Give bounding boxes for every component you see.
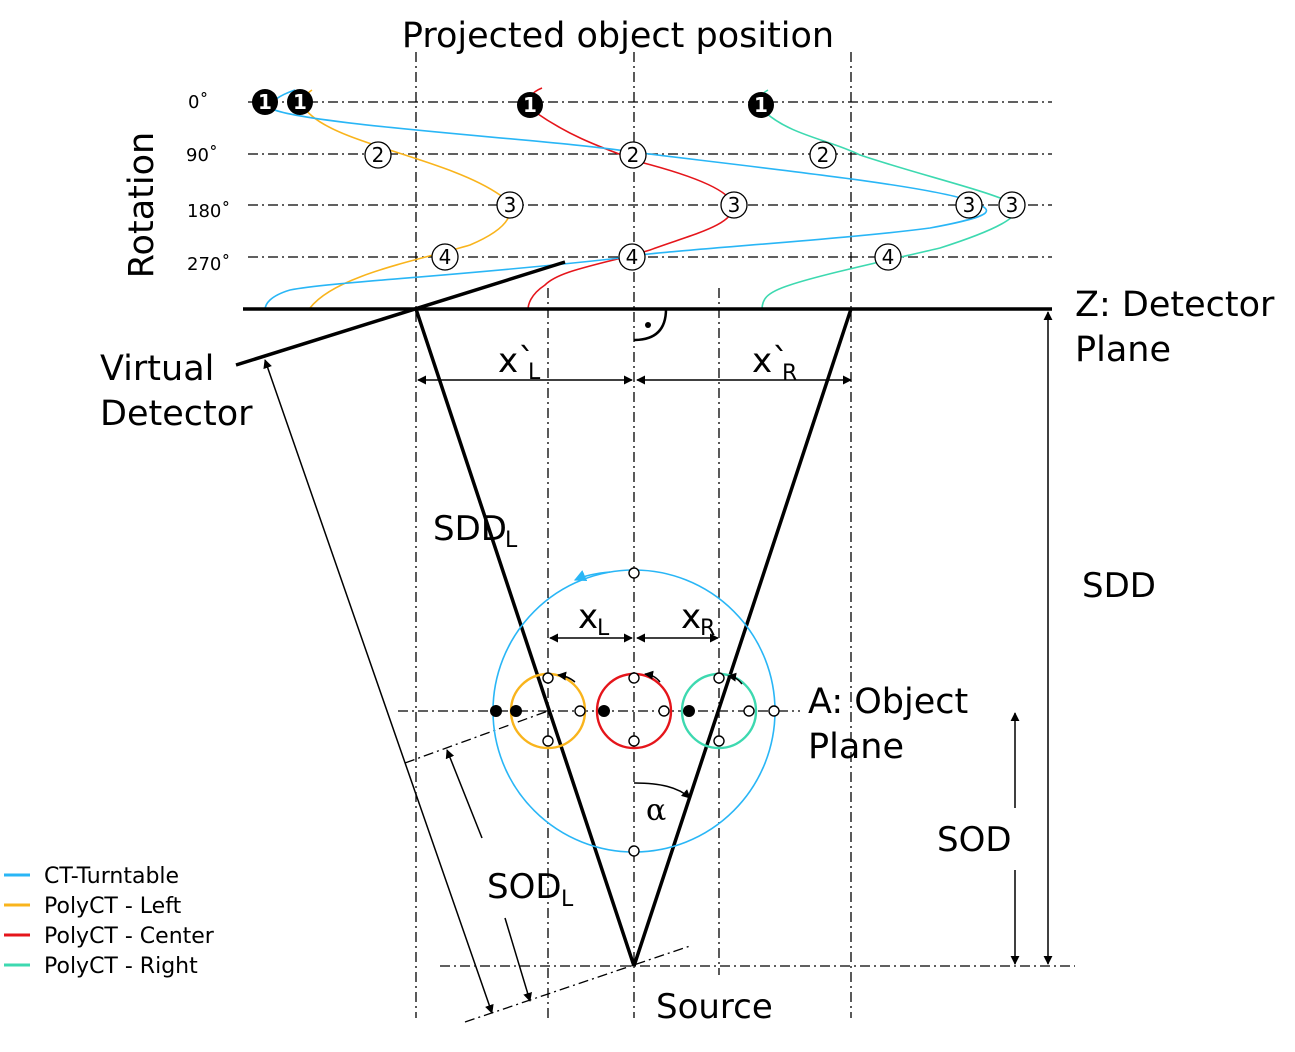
x-l-sub: L (597, 616, 610, 641)
source-label: Source (656, 987, 773, 1027)
sdd-l-arrow (263, 359, 494, 1014)
marker-2-left (364, 141, 392, 169)
left-rotation-arrow (557, 671, 576, 683)
x-r-label: x R (681, 597, 715, 641)
dimension-arrows (263, 311, 1053, 1014)
marker-2-center-label: 2 (627, 143, 640, 167)
sod-l-arrow-bottom (504, 917, 532, 1002)
object-points (490, 567, 780, 857)
sod-l-main: SOD (487, 867, 562, 907)
detector-plane-label-2: Plane (1075, 330, 1171, 370)
marker-1-ct: 1 (252, 89, 278, 115)
sdd-l-label: SDD L (433, 509, 518, 553)
virtual-detector-label-1: Virtual (100, 349, 214, 389)
virtual-detector-line (235, 260, 566, 367)
marker-3-left-label: 3 (504, 193, 517, 217)
x-proj-r-label: x` R (752, 341, 797, 386)
marker-2-right (809, 141, 837, 169)
marker-4-center (618, 243, 646, 271)
ct-turntable-rotation-arrow (573, 570, 611, 581)
right-angle-dot (645, 322, 651, 328)
legend-item-polyct-left: PolyCT - Left (4, 894, 182, 919)
marker-4-left (431, 243, 459, 271)
marker-3-left (496, 191, 524, 219)
legend-label-polyct-left: PolyCT - Left (44, 894, 182, 919)
diagram-title: Projected object position (402, 16, 834, 56)
legend-label-polyct-center: PolyCT - Center (44, 924, 215, 949)
sdd-l-sub: L (505, 528, 518, 553)
detector-plane-label-1: Z: Detector (1075, 285, 1275, 325)
x-proj-r-sub: R (782, 361, 797, 386)
marker-1-right: 1 (748, 92, 774, 118)
sod-label: SOD (937, 820, 1012, 860)
virtual-object-plane-line (404, 710, 549, 764)
virtual-detector-label-2: Detector (100, 394, 253, 434)
trajectory-polyct-left (302, 89, 511, 309)
legend-label-polyct-right: PolyCT - Right (44, 954, 198, 979)
marker-3-right (998, 191, 1026, 219)
x-proj-l-main: x` (498, 341, 535, 381)
x-l-main: x (578, 597, 598, 637)
angle-label-270: 270˚ (187, 254, 230, 275)
marker-4-right (874, 243, 902, 271)
beam-right-line (632, 308, 853, 967)
x-r-main: x (681, 597, 701, 637)
sod-l-label: SOD L (487, 867, 574, 912)
x-proj-l-label: x` L (498, 341, 541, 385)
sod-l-sub: L (561, 887, 574, 912)
marker-2-left-label: 2 (372, 143, 385, 167)
legend: CT-Turntable PolyCT - Left PolyCT - Cent… (4, 864, 215, 979)
small-rotation-arrows (557, 670, 743, 685)
marker-2-right-label: 2 (817, 143, 830, 167)
marker-3-right-label: 3 (1006, 193, 1019, 217)
object-plane-label-2: Plane (808, 727, 904, 767)
legend-label-ct-turntable: CT-Turntable (44, 864, 179, 889)
x-r-sub: R (700, 616, 715, 641)
trajectory-polyct-center (527, 87, 734, 311)
alpha-label: α (646, 793, 666, 828)
legend-item-ct-turntable: CT-Turntable (4, 864, 179, 889)
marker-4-right-label: 4 (882, 245, 895, 269)
sdd-label: SDD (1082, 566, 1156, 606)
trajectory-ct-turntable (264, 89, 988, 311)
angle-label-0: 0˚ (188, 92, 208, 113)
marker-3-center (720, 191, 748, 219)
sod-l-arrow-top (445, 749, 483, 839)
marker-1-right-label: 1 (754, 93, 768, 117)
marker-1-left-label: 1 (293, 90, 307, 114)
x-proj-r-main: x` (752, 341, 789, 381)
sdd-l-main: SDD (433, 509, 507, 549)
marker-3-ct-label: 3 (963, 193, 976, 217)
rotation-axis-label: Rotation (122, 132, 162, 278)
legend-item-polyct-center: PolyCT - Center (4, 924, 215, 949)
marker-3-ct (955, 191, 983, 219)
trajectories (264, 87, 1018, 311)
right-rotation-arrow (727, 672, 743, 685)
beam-geometry (235, 260, 1052, 967)
object-plane-label-1: A: Object (808, 682, 968, 722)
legend-item-polyct-right: PolyCT - Right (4, 954, 198, 979)
angle-label-180: 180˚ (187, 201, 230, 222)
marker-1-center: 1 (517, 92, 543, 118)
marker-4-center-label: 4 (626, 245, 639, 269)
right-angle-arc (633, 308, 668, 342)
marker-3-center-label: 3 (728, 193, 741, 217)
marker-2-center (619, 141, 647, 169)
marker-1-center-label: 1 (523, 93, 537, 117)
angle-label-90: 90˚ (186, 145, 218, 166)
marker-1-ct-label: 1 (258, 90, 272, 114)
marker-4-left-label: 4 (439, 245, 452, 269)
marker-1-left: 1 (287, 89, 313, 115)
x-l-label: x L (578, 597, 610, 641)
x-proj-l-sub: L (528, 360, 541, 385)
center-rotation-arrow (644, 670, 661, 683)
alpha-arc (633, 782, 691, 799)
position-markers: 1 1 1 1 2 2 2 (252, 89, 1026, 271)
